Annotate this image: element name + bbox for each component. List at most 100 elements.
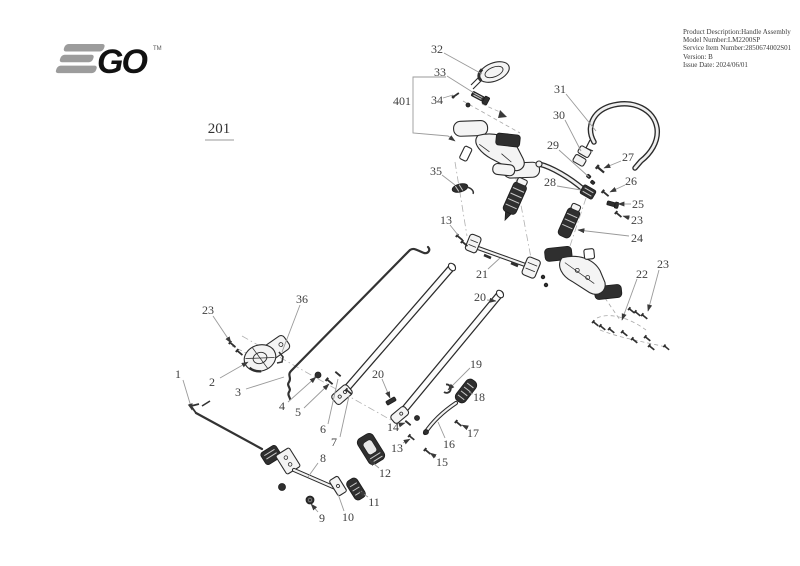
part-adjuster-dial (243, 335, 291, 373)
part-bail-bar (535, 160, 597, 200)
callout-leader-12 (368, 459, 380, 469)
callout-label-22: 22 (636, 267, 648, 281)
callout-leader-34 (442, 94, 454, 99)
callout-leader-3 (245, 376, 285, 390)
callout-leader-6 (327, 378, 339, 425)
callout-leader-9 (310, 503, 319, 513)
part-washer-33 (465, 102, 471, 108)
callout-label-2: 2 (209, 375, 215, 389)
part-lower-bar-assembly (260, 432, 386, 505)
part-pin-34 (451, 92, 460, 99)
part-nut (278, 483, 286, 491)
callout-label-20: 20 (372, 367, 384, 381)
callout-leader-31 (565, 93, 597, 132)
product-description: Product Description:Handle Assembly (683, 28, 791, 36)
part-screw-5 (324, 376, 335, 387)
part-drive-lever-assembly (385, 378, 478, 457)
callout-leader-24 (577, 228, 630, 237)
model-number: Model Number:LM2200SP (683, 36, 761, 45)
part-screw-23r (613, 210, 624, 220)
part-clamp-30 (572, 145, 592, 167)
callout-leader-18 (468, 391, 474, 395)
part-nut-9 (305, 495, 315, 505)
construction-lines (231, 100, 667, 425)
callout-label-17: 17 (467, 426, 479, 440)
callout-leader-33 (446, 75, 475, 94)
callout-leader-30 (564, 119, 582, 152)
part-grip-18 (454, 378, 478, 404)
callout-leader-23 (647, 269, 660, 312)
callout-leader-7 (339, 395, 350, 438)
part-cable-clip-35 (451, 183, 475, 195)
part-screw-17 (453, 419, 464, 429)
callout-label-1: 1 (175, 367, 181, 381)
callout-label-20: 20 (474, 290, 486, 304)
part-handle-mount-bracket (544, 245, 623, 300)
callout-label-18: 18 (473, 390, 485, 404)
callout-label-9: 9 (319, 511, 325, 525)
callout-label-3: 3 (235, 385, 241, 399)
callout-label-24: 24 (631, 231, 643, 245)
callout-leader-1 (182, 379, 193, 411)
callout-label-23: 23 (202, 303, 214, 317)
callout-label-31: 31 (554, 82, 566, 96)
figure-number-text: 201 (208, 121, 231, 137)
callout-label-13: 13 (391, 441, 403, 455)
callout-label-7: 7 (331, 435, 337, 449)
ego-logo-e-bars (55, 44, 105, 74)
assembly-arrow (498, 110, 507, 118)
callout-label-5: 5 (295, 405, 301, 419)
service-item-number: Service Item Number:2850674002S01 (683, 44, 792, 53)
callout-leader-5 (303, 383, 330, 409)
callout-label-11: 11 (368, 495, 380, 509)
part-handle-housing (453, 120, 541, 179)
callout-leader-27 (603, 160, 622, 169)
callout-label-401: 401 (393, 94, 411, 108)
callout-leader-401 (412, 76, 456, 142)
callout-label-26: 26 (625, 174, 637, 188)
title-block: Product Description:Handle Assembly Mode… (683, 28, 799, 69)
parts-layer (189, 61, 672, 505)
callout-leader-23 (212, 315, 232, 344)
callout-leader-13 (449, 224, 459, 236)
callout-label-21: 21 (476, 267, 488, 281)
callout-label-13: 13 (440, 213, 452, 227)
callout-leader-13 (402, 438, 411, 445)
callout-label-23: 23 (631, 213, 643, 227)
part-screw-13b (407, 433, 417, 443)
callout-label-35: 35 (430, 164, 442, 178)
callout-label-32: 32 (431, 42, 443, 56)
issue-date: Issue Date: 2024/06/01 (683, 60, 748, 69)
part-lower-tube-right (390, 289, 505, 424)
callout-leader-28 (556, 185, 582, 191)
part-bolt-25 (606, 200, 620, 209)
part-pin-20 (385, 396, 397, 406)
callout-leader-22 (621, 278, 638, 321)
callout-label-28: 28 (544, 175, 556, 189)
part-pin-14 (404, 419, 412, 427)
callout-label-33: 33 (434, 65, 446, 79)
callout-label-10: 10 (342, 510, 354, 524)
callout-label-14: 14 (387, 420, 399, 434)
part-screw-27 (594, 163, 607, 176)
callout-label-16: 16 (443, 437, 455, 451)
callout-leader-15 (429, 452, 437, 459)
part-clip-36 (276, 351, 284, 364)
callout-leader-10 (337, 493, 345, 512)
part-button-4 (314, 371, 322, 379)
part-pin-6 (334, 370, 342, 378)
callout-leader-16 (437, 421, 446, 439)
callout-leader-21 (487, 257, 501, 270)
callout-label-8: 8 (320, 451, 326, 465)
part-bolt-33 (470, 91, 490, 106)
callout-label-25: 25 (632, 197, 644, 211)
callout-label-15: 15 (436, 455, 448, 469)
callout-leader-4 (287, 376, 317, 403)
ego-logo-text: GO (97, 43, 147, 81)
part-bracket-10 (329, 475, 347, 497)
callout-leader-2 (219, 361, 249, 379)
callout-label-27: 27 (622, 150, 634, 164)
